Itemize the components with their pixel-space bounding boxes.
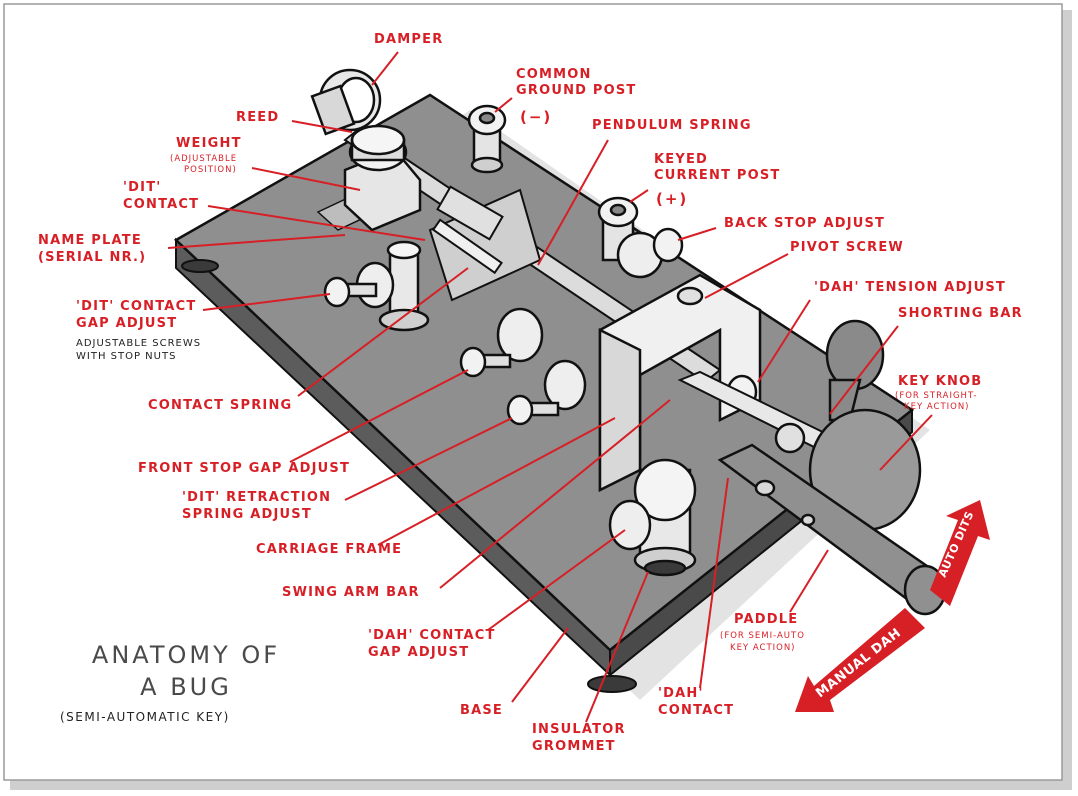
label-paddle-sub-line2: KEY ACTION) [730,643,796,653]
dit-contact-gap-screw [323,240,430,332]
label-name-plate-line1: NAME PLATE [38,233,142,248]
label-common-ground-post-line1: COMMON [516,67,592,82]
leader-dah-contact [699,477,729,689]
label-dit-contact-gap-line2: GAP ADJUST [76,316,178,331]
label-pivot-screw: PIVOT SCREW [790,240,904,255]
damper [310,68,382,136]
leader-damper [371,51,399,86]
label-dah-contact-line2: CONTACT [658,703,735,718]
label-key-knob-sub-line1: (FOR STRAIGHT- [895,391,978,401]
key-base [173,93,930,700]
diagram-title-line2: A BUG [140,673,232,701]
label-dah-contact-gap-line1: 'DAH' CONTACT [368,628,496,643]
label-base: BASE [460,703,504,718]
leader-carriage-frame [377,417,616,546]
dah-contact-post [608,458,697,577]
leader-weight [251,167,361,191]
label-keyed-current-post-line1: KEYED [654,152,709,167]
leader-contact-spring [297,267,469,397]
polarity-positive: (+) [656,190,689,208]
label-dit-contact-line2: CONTACT [123,197,200,212]
leader-reed [291,120,353,133]
label-common-ground-post-line2: GROUND POST [516,83,637,98]
front-stop-screws [459,307,587,426]
leader-shorting-bar [829,325,899,415]
leader-front-stop [289,369,469,463]
leader-paddle [789,549,829,613]
polarity-negative: (−) [520,108,553,126]
base-foot-front [587,675,637,693]
leader-swing-arm [439,399,671,589]
leader-dah-tension [757,299,811,383]
label-reed: REED [236,110,280,125]
label-carriage-frame: CARRIAGE FRAME [256,542,403,557]
diagram-title-line1: ANATOMY OF [91,641,281,669]
leader-lines [167,51,933,723]
leader-base [511,627,569,703]
label-weight: WEIGHT [176,136,242,151]
label-dit-retraction-line1: 'DIT' RETRACTION [182,490,332,505]
label-weight-sub-line1: (ADJUSTABLE [170,154,238,164]
leader-dah-gap [487,529,626,631]
leader-key-knob [879,414,933,471]
leader-dit-contact [207,205,426,241]
label-shorting-bar: SHORTING BAR [898,306,1023,321]
leader-back-stop [677,227,717,241]
label-pendulum-spring: PENDULUM SPRING [592,118,752,133]
base-top [173,93,915,652]
label-dit-contact-line1: 'DIT' [123,180,162,195]
label-dah-tension-adjust: 'DAH' TENSION ADJUST [814,280,1006,295]
leader-dit-gap [202,293,331,311]
label-weight-sub-line2: POSITION) [184,165,237,175]
leader-insulator [585,571,649,723]
label-dah-contact-line1: 'DAH' [658,686,704,701]
label-paddle-sub-line1: (FOR SEMI-AUTO [720,631,805,641]
leader-pendulum-spring [537,139,609,266]
label-dit-contact-gap-note-line1: ADJUSTABLE SCREWS [76,338,202,349]
label-key-knob-sub-line2: KEY ACTION) [904,402,970,412]
label-paddle: PADDLE [734,612,799,627]
label-dit-contact-gap-line1: 'DIT' CONTACT [76,299,197,314]
label-contact-spring: CONTACT SPRING [148,398,293,413]
back-stop-adjust [616,227,684,279]
label-insulator-grommet-line1: INSULATOR [532,722,626,737]
pendulum-bar [436,185,504,241]
leader-keyed-current [629,189,649,203]
leader-common-ground [494,97,513,113]
leader-name-plate [167,234,346,249]
leader-pivot-screw [704,253,789,299]
label-dah-contact-gap-line2: GAP ADJUST [368,645,470,660]
label-dit-contact-gap-note-line2: WITH STOP NUTS [76,351,177,362]
label-key-knob: KEY KNOB [898,374,983,389]
weight [343,124,422,232]
label-back-stop-adjust: BACK STOP ADJUST [724,216,886,231]
diagram-subtitle: (SEMI-AUTOMATIC KEY) [60,710,230,724]
label-insulator-grommet-line2: GROMMET [532,739,616,754]
label-dit-retraction-line2: SPRING ADJUST [182,507,312,522]
base-foot-left [181,259,219,273]
shorting-bar [774,319,885,454]
label-name-plate-line2: (SERIAL NR.) [38,250,147,265]
label-front-stop-gap-adjust: FRONT STOP GAP ADJUST [138,461,351,476]
label-swing-arm-bar: SWING ARM BAR [282,585,420,600]
common-ground-post [467,104,507,174]
label-keyed-current-post-line2: CURRENT POST [654,168,781,183]
contact-spring [431,218,503,275]
leader-dit-retraction [344,417,513,501]
label-damper: DAMPER [374,32,444,47]
